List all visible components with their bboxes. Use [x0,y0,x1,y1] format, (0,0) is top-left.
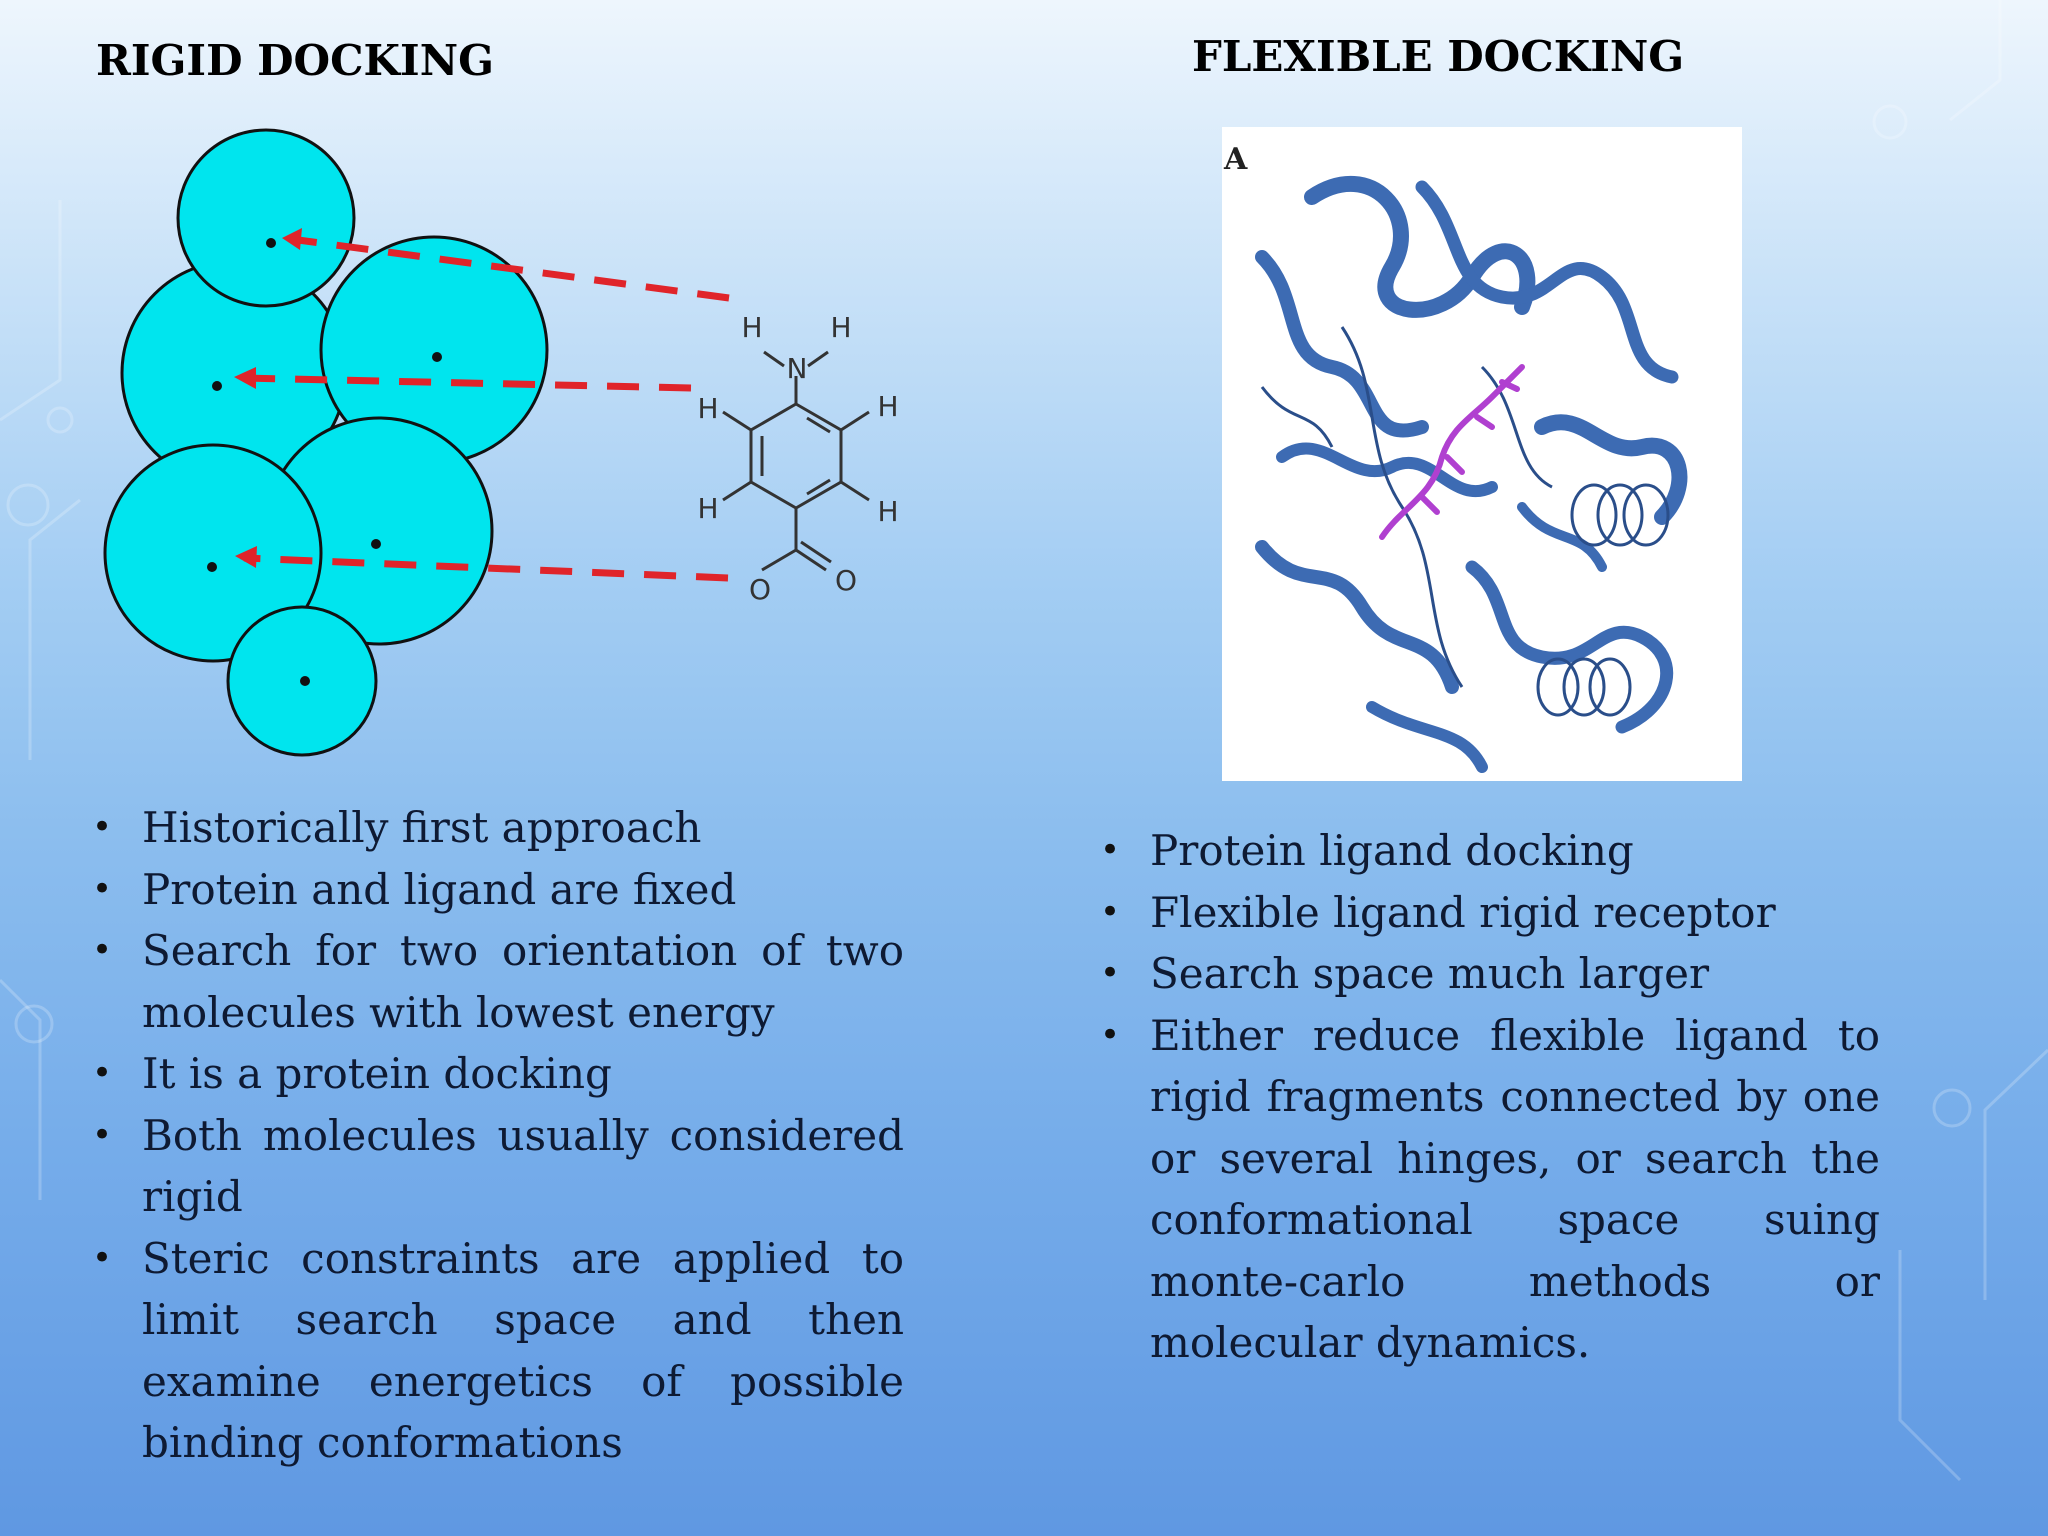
hydrogen-atom: H [697,492,718,525]
hydrogen-atom: H [877,390,898,423]
rigid-docking-title: RIGID DOCKING [96,36,494,85]
hydrogen-atom: H [741,311,762,344]
bullet-item: Search for two orientation of two molecu… [76,920,904,1043]
bullet-item: Steric constraints are applied to limit … [76,1228,904,1474]
oxygen-atom: O [835,564,857,597]
flexible-docking-title: FLEXIBLE DOCKING [1192,32,1685,81]
bullet-item: Protein ligand docking [1084,820,1880,882]
bullet-item: Flexible ligand rigid receptor [1084,882,1880,944]
ligand-molecule: N H H H H H H O O [697,311,898,606]
rigid-docking-diagram: N H H H H H H O O [103,128,899,757]
bullet-item: Either reduce flexible ligand to rigid f… [1084,1005,1880,1374]
protein-ribbon-drawing: A [1223,142,1688,773]
sphere-centers [207,238,442,686]
flexible-docking-bullets: Protein ligand docking Flexible ligand r… [1084,820,1880,1374]
arrowheads [234,228,302,568]
bullet-item: Historically first approach [76,797,904,859]
bullet-item: It is a protein docking [76,1043,904,1105]
protein-structure-image: A [1222,127,1742,781]
hydrogen-atom: H [697,392,718,425]
bullet-item: Search space much larger [1084,943,1880,1005]
hydrogen-atom: H [877,495,898,528]
rigid-docking-bullets: Historically first approach Protein and … [76,797,904,1474]
protein-sphere [176,128,356,308]
nitrogen-atom: N [787,352,808,385]
figure-label: A [1223,142,1248,177]
protein-sphere [103,443,323,663]
hydrogen-atom: H [830,311,851,344]
protein-spheres [103,128,549,757]
bullet-item: Both molecules usually considered rigid [76,1105,904,1228]
oxygen-atom: O [749,573,771,606]
bullet-item: Protein and ligand are fixed [76,859,904,921]
bound-ligand [1379,364,1525,540]
interaction-arrows [243,236,730,582]
